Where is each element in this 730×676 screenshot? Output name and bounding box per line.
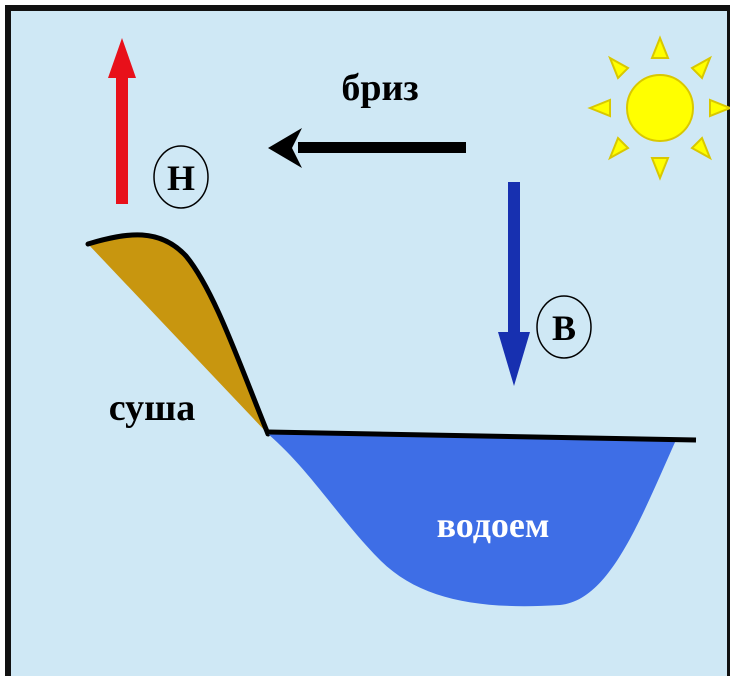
low-pressure-label: Н: [167, 158, 195, 198]
arrow-up-icon: [108, 38, 136, 204]
high-pressure-label: В: [552, 308, 576, 348]
arrow-down-icon: [498, 182, 530, 386]
land-shape: [88, 234, 268, 434]
low-pressure-circle: [153, 145, 209, 209]
land-label: суша: [109, 387, 195, 429]
high-pressure-circle: [536, 295, 592, 359]
water-shape: [268, 434, 676, 607]
water-surface-line: [267, 429, 697, 443]
arrow-left-icon: [268, 128, 466, 168]
water-label: водоем: [437, 505, 550, 545]
land-outline: [85, 232, 271, 437]
sun-icon: [587, 35, 730, 181]
breeze-label: бриз: [341, 67, 418, 109]
